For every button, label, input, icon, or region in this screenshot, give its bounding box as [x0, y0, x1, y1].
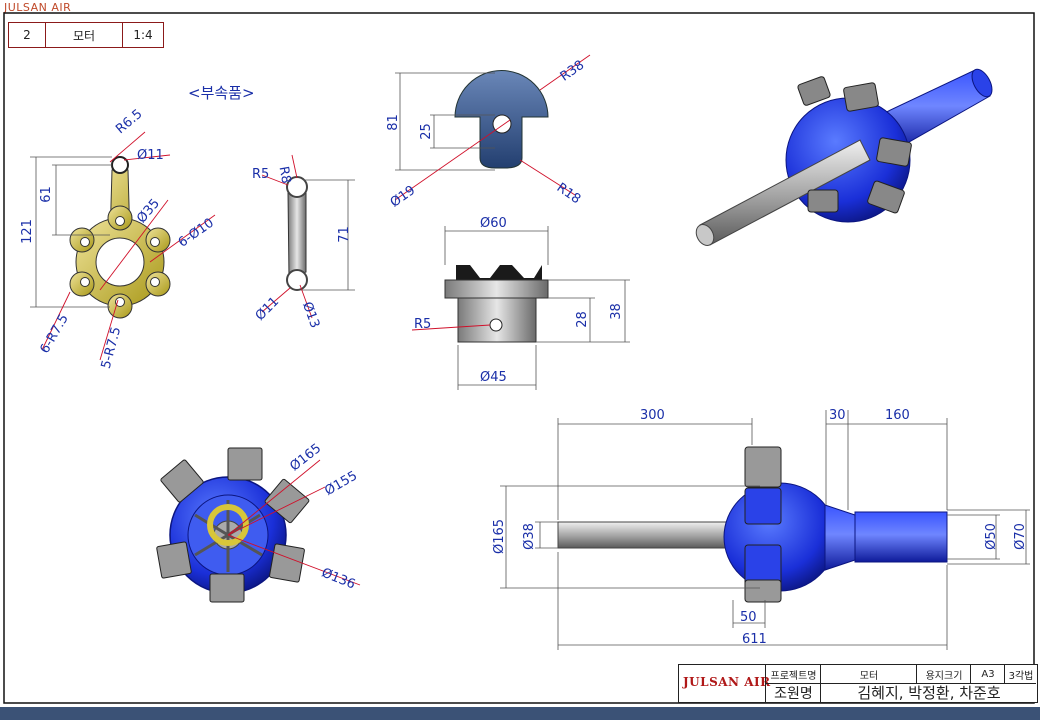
paper-value: A3 — [970, 665, 1005, 683]
rod-grey-part — [261, 154, 355, 319]
cam-part — [394, 54, 591, 201]
paper-label: 용지크기 — [916, 665, 971, 683]
motor-front-view — [156, 447, 361, 603]
dim-121: 121 — [19, 219, 35, 244]
angle-method: 3각법 — [1004, 665, 1037, 683]
motor-side-view — [500, 410, 1030, 650]
motor-isometric-view — [695, 68, 993, 246]
part-scale: 1:4 — [133, 28, 153, 42]
title-logo: JULSAN AIR — [683, 675, 771, 689]
part-name: 모터 — [46, 23, 123, 47]
dim-dia70: Ø70 — [1012, 523, 1028, 550]
project-label: 프로젝트명 — [765, 665, 821, 683]
dim-81: 81 — [385, 114, 401, 131]
part-header-table: 2 모터 1:4 — [8, 22, 164, 48]
dim-30: 30 — [829, 408, 846, 423]
top-brand-text: JULSAN AIR — [4, 1, 72, 14]
dim-28: 28 — [574, 311, 590, 328]
part-number: 2 — [9, 23, 46, 47]
title-block: JULSAN AIR 프로젝트명 모터 용지크기 A3 3각법 조원명 김혜지,… — [678, 664, 1038, 703]
dim-50: 50 — [740, 610, 757, 625]
team-label: 조원명 — [765, 683, 821, 702]
dim-dia45: Ø45 — [480, 370, 507, 385]
bottom-bar — [0, 707, 1040, 720]
dim-300: 300 — [640, 408, 665, 423]
dim-dia38: Ø38 — [521, 523, 537, 550]
dim-71: 71 — [336, 226, 352, 243]
dim-r5-rod2: R5 — [252, 167, 270, 182]
dim-38: 38 — [608, 303, 624, 320]
sheet-border — [3, 12, 1035, 704]
dim-dia60: Ø60 — [480, 216, 507, 231]
accessories-title: <부속품> — [188, 84, 255, 102]
dim-r8: R8 — [275, 165, 294, 185]
dim-r5-piston: R5 — [414, 317, 432, 332]
project-value: 모터 — [820, 665, 917, 683]
dim-160: 160 — [885, 408, 910, 423]
dim-611: 611 — [742, 632, 767, 647]
dim-61: 61 — [38, 186, 54, 203]
dim-dia165-side: Ø165 — [492, 518, 508, 555]
rod-yellow-part — [30, 131, 216, 361]
dim-25: 25 — [418, 123, 434, 140]
dim-dia50: Ø50 — [983, 523, 999, 550]
team-value: 김혜지, 박정환, 차준호 — [820, 683, 1037, 702]
dim-dia11-rod1: Ø11 — [137, 148, 164, 163]
piston-part — [411, 226, 630, 390]
